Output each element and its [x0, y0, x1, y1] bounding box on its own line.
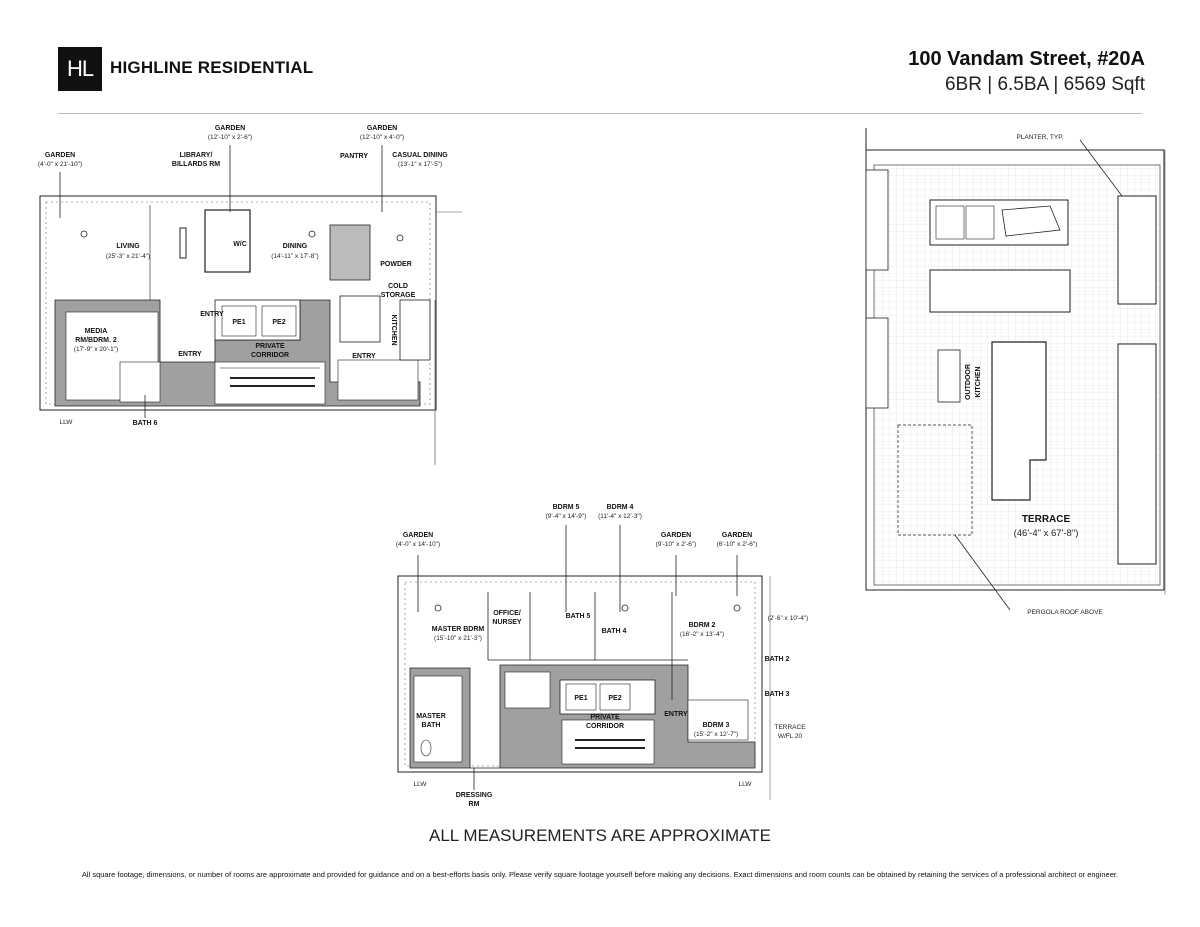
upper-floor-plan — [39, 145, 462, 465]
lower-floor-plan — [397, 525, 771, 800]
master-bdrm-dim: (15'-10" x 21'-3") — [434, 635, 482, 642]
lower-terrace-label-2: W/FL 20 — [778, 733, 803, 740]
media-label: MEDIA — [85, 328, 108, 335]
lower-entry-label: ENTRY — [664, 711, 688, 718]
entry-label-1: ENTRY — [200, 311, 224, 318]
side-dim: (2'-6" x 10'-4") — [768, 615, 809, 622]
upper-garden-mid-dim: (12'-10" x 2'-6") — [208, 134, 252, 141]
bdrm5-dim: (9'-4" x 14'-9") — [546, 513, 587, 520]
library-label: LIBRARY/ — [180, 152, 213, 159]
upper-private-label: PRIVATE — [255, 343, 285, 350]
disclaimer-text: All square footage, dimensions, or numbe… — [81, 870, 1119, 879]
measurements-note: ALL MEASUREMENTS ARE APPROXIMATE — [429, 826, 771, 845]
terrace-label: TERRACE — [1022, 514, 1071, 525]
brand-logo: HL — [58, 47, 102, 91]
lower-terrace-label: TERRACE — [774, 724, 806, 731]
media-label-2: RM/BDRM. 2 — [75, 337, 117, 344]
pergola-label: PERGOLA ROOF ABOVE — [1027, 609, 1103, 616]
upper-garden-mid-label: GARDEN — [215, 125, 245, 132]
bdrm3-dim: (15'-2" x 12'-7") — [694, 731, 738, 738]
bath4-label: BATH 4 — [602, 628, 627, 635]
header-divider — [58, 113, 1142, 114]
bdrm4-dim: (11'-4" x 12'-3") — [598, 513, 642, 520]
outdoor-kitchen-label: KITCHEN — [975, 366, 982, 397]
master-bdrm-label: MASTER BDRM — [432, 626, 485, 633]
bath3-label: BATH 3 — [765, 691, 790, 698]
upper-llw-label: LLW — [60, 419, 74, 426]
nursey-label: NURSEY — [492, 619, 522, 626]
bdrm2-label: BDRM 2 — [689, 622, 716, 629]
lower-garden-mid-label: GARDEN — [661, 532, 691, 539]
lower-garden-right-label: GARDEN — [722, 532, 752, 539]
dressing-label: DRESSING — [456, 792, 493, 799]
powder-label: POWDER — [380, 261, 412, 268]
bdrm3-label: BDRM 3 — [703, 722, 730, 729]
library-label-2: BILLARDS RM — [172, 161, 220, 168]
upper-garden-right-label: GARDEN — [367, 125, 397, 132]
brand-name: HIGHLINE RESIDENTIAL — [110, 58, 314, 77]
bath5-label: BATH 5 — [566, 613, 591, 620]
lower-garden-mid-dim: (9'-10" x 2'-6") — [656, 541, 697, 548]
upper-pe1-label: PE1 — [232, 319, 245, 326]
bath2-label: BATH 2 — [765, 656, 790, 663]
office-label: OFFICE/ — [493, 610, 521, 617]
living-dim: (25'-3" x 21'-4") — [106, 253, 150, 260]
listing-specs: 6BR | 6.5BA | 6569 Sqft — [944, 74, 1145, 95]
lower-garden-right-dim: (6'-10" x 2'-6") — [717, 541, 758, 548]
terrace-plan — [865, 128, 1166, 611]
lower-pe1-label: PE1 — [574, 695, 587, 702]
dining-label: DINING — [283, 243, 308, 250]
bath6-label: BATH 6 — [133, 420, 158, 427]
terrace-dim: (46'-4" x 67'-8") — [1014, 528, 1079, 539]
storage-label: STORAGE — [381, 292, 416, 299]
upper-garden-left-dim: (4'-0" x 21'-10") — [38, 161, 82, 168]
kitchen-label: KITCHEN — [390, 314, 397, 345]
dining-dim: (14'-11" x 17'-8") — [271, 253, 318, 260]
pantry-label: PANTRY — [340, 153, 368, 160]
upper-garden-left-label: GARDEN — [45, 152, 75, 159]
lower-llw-left-label: LLW — [414, 781, 428, 788]
lower-garden-left-label: GARDEN — [403, 532, 433, 539]
upper-corridor-label: CORRIDOR — [251, 352, 289, 359]
master-bath-label-2: BATH — [422, 722, 441, 729]
cold-label: COLD — [388, 283, 408, 290]
lower-llw-right-label: LLW — [739, 781, 753, 788]
casual-dining-dim: (13'-1" x 17'-5") — [398, 161, 442, 168]
wic-label: W/C — [233, 241, 247, 248]
casual-dining-label: CASUAL DINING — [392, 152, 448, 159]
upper-pe2-label: PE2 — [272, 319, 285, 326]
planter-label: PLANTER, TYP. — [1016, 134, 1063, 141]
outdoor-label: OUTDOOR — [965, 364, 972, 400]
lower-pe2-label: PE2 — [608, 695, 621, 702]
lower-corridor-label: CORRIDOR — [586, 723, 624, 730]
entry-label-2: ENTRY — [178, 351, 202, 358]
entry-label-3: ENTRY — [352, 353, 376, 360]
bdrm5-label: BDRM 5 — [553, 504, 580, 511]
master-bath-label: MASTER — [416, 713, 446, 720]
lower-private-label: PRIVATE — [590, 714, 620, 721]
bdrm4-label: BDRM 4 — [607, 504, 634, 511]
lower-garden-left-dim: (4'-0" x 14'-10") — [396, 541, 440, 548]
bdrm2-dim: (16'-2" x 13'-4") — [680, 631, 724, 638]
listing-address: 100 Vandam Street, #20A — [908, 48, 1145, 70]
living-label: LIVING — [116, 243, 140, 250]
dressing-label-2: RM — [469, 801, 480, 808]
upper-garden-right-dim: (12'-10" x 4'-0") — [360, 134, 404, 141]
media-dim: (17'-9" x 20'-1") — [74, 346, 118, 353]
